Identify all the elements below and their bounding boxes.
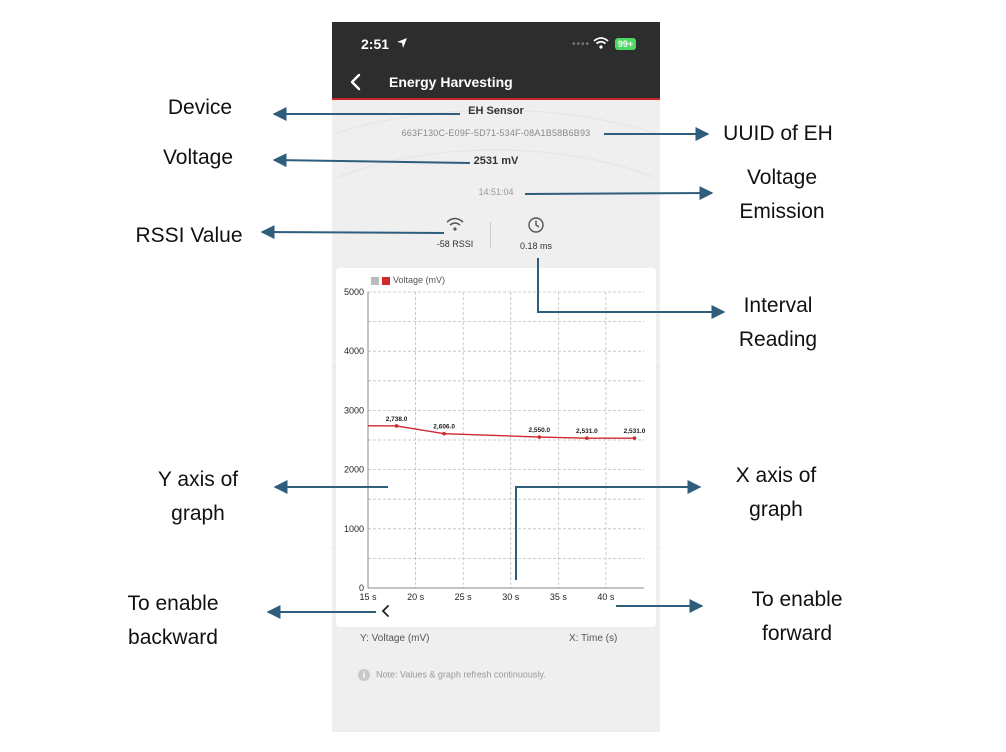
y-tick-label: 0	[359, 583, 364, 593]
back-button[interactable]	[348, 72, 364, 92]
x-axis-caption: X: Time (s)	[569, 633, 618, 644]
location-arrow-icon	[397, 38, 407, 48]
data-label: 2,606.0	[433, 424, 455, 431]
x-tick-label: 15 s	[359, 592, 377, 602]
reading-timestamp: 14:51:04	[478, 187, 514, 197]
data-label: 2,550.0	[528, 427, 550, 434]
series-line-voltage	[367, 425, 635, 439]
status-bar: 2:51 •••• 99+	[332, 22, 660, 66]
note-text: Note: Values & graph refresh continuousl…	[376, 669, 546, 680]
data-point	[632, 436, 637, 440]
battery-indicator: 99+	[615, 38, 636, 50]
data-label: 2,531.0	[624, 428, 646, 435]
arrow-interval	[537, 258, 726, 319]
nav-bar: Energy Harvesting	[332, 66, 660, 100]
annotation-interval-line1: Interval	[743, 294, 813, 317]
y-tick-label: 2000	[344, 465, 364, 475]
info-icon: i	[358, 669, 370, 681]
chart-previous-button[interactable]	[380, 604, 392, 618]
annotation-forward-line1: To enable	[751, 588, 843, 611]
annotation-x-axis-line2: graph	[749, 498, 803, 521]
arrow-voltage-emission	[524, 186, 714, 201]
y-tick-label: 1000	[344, 524, 364, 534]
y-tick-label: 5000	[344, 287, 364, 297]
data-label: 2,531.0	[576, 428, 598, 435]
stat-divider	[490, 222, 491, 248]
arrow-voltage	[272, 153, 471, 168]
interval-value: 0.18 ms	[519, 241, 552, 251]
device-name: EH Sensor	[468, 105, 524, 117]
x-tick-label: 30 s	[502, 592, 520, 602]
annotation-interval-line2: Reading	[738, 328, 818, 351]
data-point	[585, 436, 589, 440]
annotation-forward-line2: forward	[761, 622, 833, 645]
annotation-backward-line1: To enable	[127, 592, 219, 615]
legend-label: Voltage (mV)	[393, 275, 446, 285]
chart-legend: Voltage (mV)	[371, 275, 445, 285]
rssi-value: -58 RSSI	[436, 239, 474, 249]
legend-swatch-grey	[371, 276, 379, 285]
annotation-rssi: RSSI Value	[135, 224, 243, 247]
arrow-rssi	[260, 225, 445, 240]
content-area: EH Sensor 663F130C-E09F-5D71-534F-08A1B5…	[332, 100, 660, 732]
phone-screen: 2:51 •••• 99+ Energy Harvesting EH Senso…	[332, 22, 660, 732]
annotation-device: Device	[167, 96, 233, 119]
y-tick-label: 4000	[344, 346, 364, 356]
wifi-signal-icon	[446, 217, 464, 231]
annotation-backward-line2: backward	[128, 626, 218, 649]
annotation-voltage: Voltage	[162, 146, 234, 169]
voltage-chart-card: Voltage (mV) 0 1000 2000 3000 4000 5000 15 s 20…	[336, 268, 656, 627]
x-tick-label: 40 s	[597, 592, 615, 602]
legend-swatch-red	[382, 276, 390, 285]
interval-stat: 0.18 ms	[501, 216, 571, 251]
data-label: 2,738.0	[386, 416, 408, 423]
y-tick-label: 3000	[344, 405, 364, 415]
rssi-stat: -58 RSSI	[420, 216, 490, 249]
clock-icon	[528, 217, 544, 233]
annotation-y-axis-line2: graph	[171, 502, 225, 525]
x-tick-label: 20 s	[407, 592, 425, 602]
annotation-uuid: UUID of EH	[723, 122, 833, 145]
annotation-x-axis-line1: X axis of	[735, 464, 817, 487]
voltage-value: 2531 mV	[473, 155, 519, 167]
x-tick-label: 25 s	[455, 592, 473, 602]
arrow-x-axis	[515, 480, 702, 580]
data-point	[394, 424, 399, 428]
wifi-status-icon	[593, 37, 609, 49]
x-tick-label: 35 s	[550, 592, 568, 602]
device-uuid: 663F130C-E09F-5D71-534F-08A1B58B6B93	[401, 128, 591, 138]
annotation-voltage-emission-line2: Emission	[739, 200, 825, 223]
annotation-voltage-emission-line1: Voltage	[746, 166, 818, 189]
page-title: Energy Harvesting	[389, 74, 513, 90]
refresh-note: i Note: Values & graph refresh continuous…	[358, 669, 546, 681]
data-point	[442, 431, 446, 436]
data-point	[537, 435, 542, 439]
signal-dots-icon: ••••	[572, 39, 591, 50]
y-axis-caption: Y: Voltage (mV)	[360, 633, 430, 644]
status-time: 2:51	[361, 36, 390, 52]
annotation-y-axis-line1: Y axis of	[157, 468, 239, 491]
voltage-chart: 0 1000 2000 3000 4000 5000 15 s 20 s 25 s 30 s 35 …	[344, 287, 646, 602]
